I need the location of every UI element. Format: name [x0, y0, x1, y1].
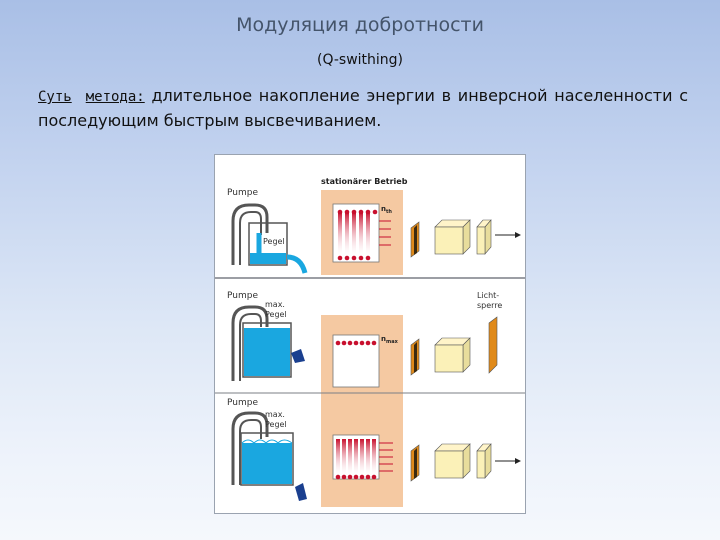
- level-prefix-3: max.: [265, 410, 285, 419]
- n-label-2: nmax: [381, 335, 399, 345]
- emission-arrows-3: [379, 442, 393, 472]
- n-label-1: nth: [381, 205, 392, 215]
- atoms-1: [337, 209, 378, 261]
- pump-label-3: Pumpe: [227, 398, 258, 408]
- crystal-1b: [476, 219, 492, 255]
- water-2: [244, 328, 290, 376]
- crystal-3b: [476, 443, 492, 479]
- pump-pipe-2: [231, 305, 269, 381]
- shutter-label-1: Licht-: [477, 291, 499, 300]
- crystal-1a: [434, 219, 471, 255]
- tank-2: [242, 322, 292, 378]
- tank-3: [240, 432, 294, 486]
- shutter-label-2: sperre: [477, 301, 502, 310]
- output-arrow-1: [495, 232, 521, 238]
- outlet-stop-3: [295, 483, 307, 501]
- lead-word-method: метода:: [85, 89, 145, 105]
- body-paragraph: Суть метода: длительное накопление энерги…: [38, 84, 688, 132]
- lead-word-essence: Суть: [38, 89, 72, 105]
- outlet-stop-2: [291, 349, 305, 363]
- q-switching-figure: stationärer Betrieb Pumpe Pegel nth: [214, 154, 526, 514]
- water-outflow-1: [286, 254, 308, 274]
- q-switching-diagram: stationärer Betrieb Pumpe Pegel nth: [215, 177, 525, 507]
- level-prefix-2: max.: [265, 300, 285, 309]
- water-3: [242, 443, 292, 484]
- atoms-2: [335, 340, 377, 346]
- water-1: [250, 253, 286, 264]
- shutter-2: [488, 316, 498, 374]
- level-label-3: Pegel: [265, 420, 287, 429]
- pump-pipe-1: [231, 203, 269, 265]
- label-stationary: stationärer Betrieb: [321, 177, 408, 186]
- level-label-1: Pegel: [263, 237, 285, 246]
- pump-label-2: Pumpe: [227, 291, 258, 301]
- tank-1: [248, 222, 288, 266]
- atoms-3: [335, 474, 377, 480]
- pump-label-1: Pumpe: [227, 188, 258, 198]
- crystal-3a: [434, 443, 471, 479]
- crystal-2: [434, 337, 471, 373]
- slide-subtitle: (Q-swithing): [316, 52, 404, 68]
- body-rest-text: длительное накопление энергии в инверсно…: [38, 86, 688, 130]
- output-arrow-3: [495, 458, 521, 464]
- level-label-2: Pegel: [265, 310, 287, 319]
- emission-arrows-1: [379, 220, 391, 246]
- pump-pipe-3: [231, 411, 269, 485]
- slide-title: Модуляция добротности: [236, 14, 484, 36]
